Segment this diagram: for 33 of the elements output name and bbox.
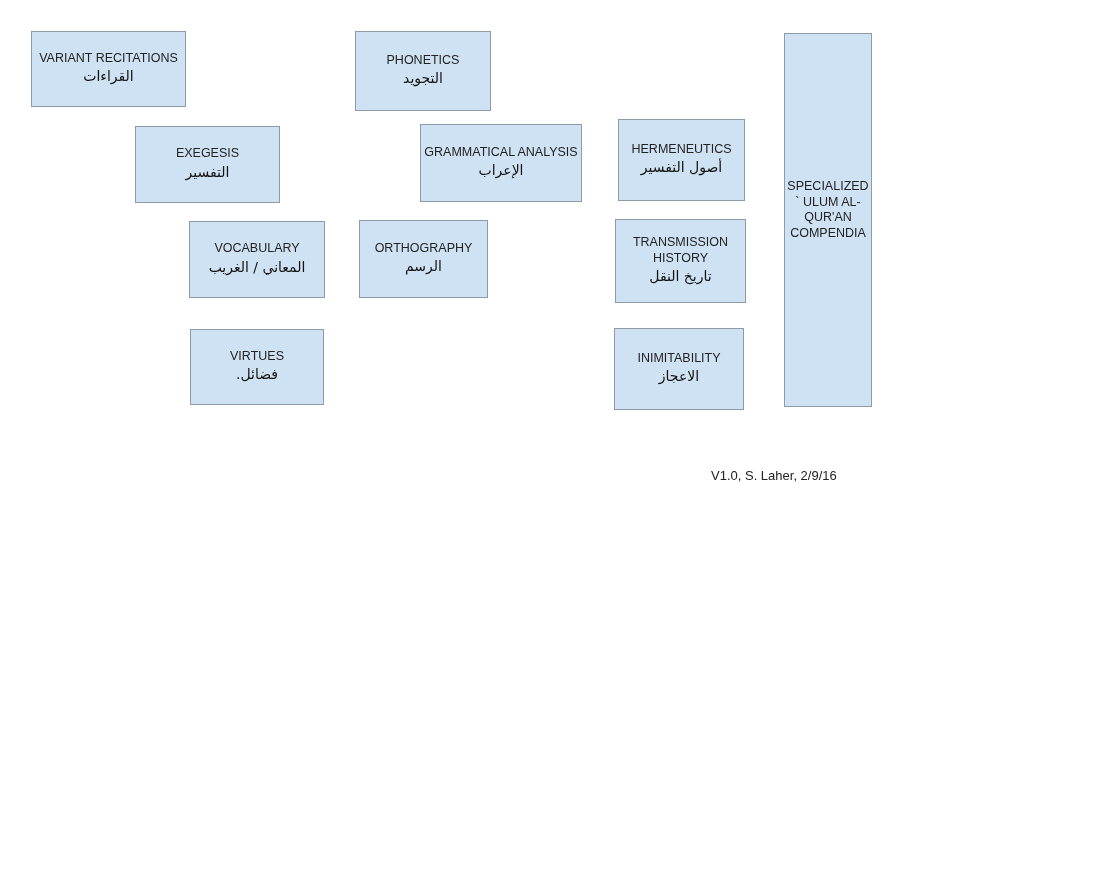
arabic-term: أصول التفسير: [640, 157, 723, 178]
topic-label: PHONETICS: [386, 52, 460, 69]
topic-label: EXEGESIS: [175, 146, 240, 162]
topic-box: [420, 124, 582, 202]
topic-label: VOCABULARY: [214, 241, 300, 257]
topic-label: VIRTUES: [230, 348, 284, 365]
topic-box: [618, 119, 745, 201]
arabic-term: التفسير: [185, 162, 230, 183]
topic-label: VARIANT RECITATIONS: [39, 50, 178, 67]
version-note: V1.0, S. Laher, 2/9/16: [711, 468, 837, 483]
topic-box: [359, 220, 488, 298]
topic-label: ORTHOGRAPHY: [374, 240, 473, 257]
arabic-term: فضائل.: [235, 365, 279, 385]
arabic-term: التجويد: [403, 69, 443, 89]
arabic-term: المعاني / الغريب: [208, 257, 306, 278]
topic-box: [31, 31, 186, 107]
topic-box: [615, 219, 746, 303]
topic-box: [189, 221, 325, 298]
arabic-term: الرسم: [405, 257, 442, 277]
topic-label: HERMENEUTICS: [631, 141, 732, 158]
topic-box: [135, 126, 280, 203]
topic-label: GRAMMATICAL ANALYSIS: [424, 144, 578, 161]
topic-label: INIMITABILITY: [637, 350, 721, 367]
topic-box: [784, 33, 872, 407]
topic-box: [190, 329, 324, 405]
topic-label: TRANSMISSION HISTORY: [631, 234, 730, 267]
arabic-term: الاعجاز: [658, 367, 700, 387]
arabic-term: القراءات: [83, 67, 134, 87]
arabic-term: الإعراب: [478, 161, 524, 181]
topic-label: SPECIALIZED ` ULUM AL-QUR'AN COMPENDIA: [787, 179, 869, 242]
arabic-term: تاريخ النقل: [649, 267, 712, 287]
topic-box: [614, 328, 744, 410]
topic-box: [355, 31, 491, 111]
